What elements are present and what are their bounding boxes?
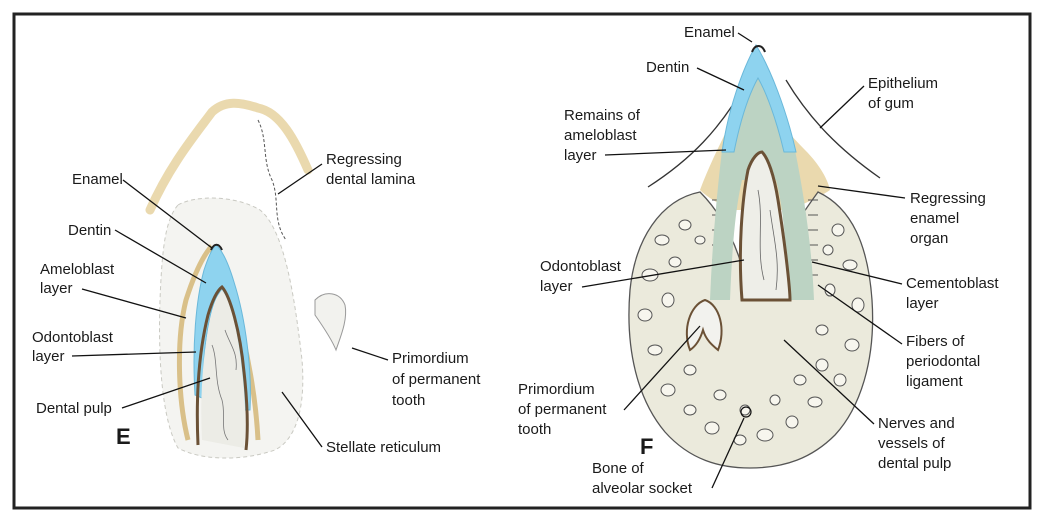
label-odontoblast-e-2: layer [32, 348, 65, 365]
label-ameloblast-e-1: Ameloblast [40, 261, 115, 278]
label-regressing-lamina-2: dental lamina [326, 171, 416, 188]
label-nerves-3: dental pulp [878, 455, 951, 472]
label-nerves-1: Nerves and [878, 415, 955, 432]
label-bone-1: Bone of [592, 460, 645, 477]
label-fibers-3: ligament [906, 373, 964, 390]
label-regressing-f-3: organ [910, 230, 948, 247]
label-regressing-f-2: enamel [910, 210, 959, 227]
label-primordium-e-3: tooth [392, 392, 425, 409]
panel-letter-e: E [116, 424, 131, 449]
label-fibers-1: Fibers of [906, 333, 965, 350]
label-dentin-e: Dentin [68, 222, 111, 239]
label-regressing-f-1: Regressing [910, 190, 986, 207]
label-primordium-f-3: tooth [518, 421, 551, 438]
label-epithelium-1: Epithelium [868, 75, 938, 92]
label-odontoblast-f-2: layer [540, 278, 573, 295]
label-regressing-lamina-1: Regressing [326, 151, 402, 168]
label-cementoblast-2: layer [906, 295, 939, 312]
label-remains-2: ameloblast [564, 127, 637, 144]
label-remains-1: Remains of [564, 107, 641, 124]
label-primordium-e-1: Primordium [392, 350, 469, 367]
label-cementoblast-1: Cementoblast [906, 275, 999, 292]
panel-letter-f: F [640, 434, 653, 459]
label-odontoblast-f-1: Odontoblast [540, 258, 622, 275]
label-dentin-f: Dentin [646, 59, 689, 76]
label-primordium-f-1: Primordium [518, 381, 595, 398]
label-fibers-2: periodontal [906, 353, 980, 370]
label-primordium-e-2: of permanent [392, 371, 481, 388]
label-enamel-e: Enamel [72, 171, 123, 188]
label-epithelium-2: of gum [868, 95, 914, 112]
label-dental-pulp-e: Dental pulp [36, 400, 112, 417]
label-odontoblast-e-1: Odontoblast [32, 329, 114, 346]
label-bone-2: alveolar socket [592, 480, 693, 497]
label-remains-3: layer [564, 147, 597, 164]
label-enamel-f: Enamel [684, 24, 735, 41]
label-ameloblast-e-2: layer [40, 280, 73, 297]
label-primordium-f-2: of permanent [518, 401, 607, 418]
label-nerves-2: vessels of [878, 435, 946, 452]
label-stellate-reticulum: Stellate reticulum [326, 439, 441, 456]
